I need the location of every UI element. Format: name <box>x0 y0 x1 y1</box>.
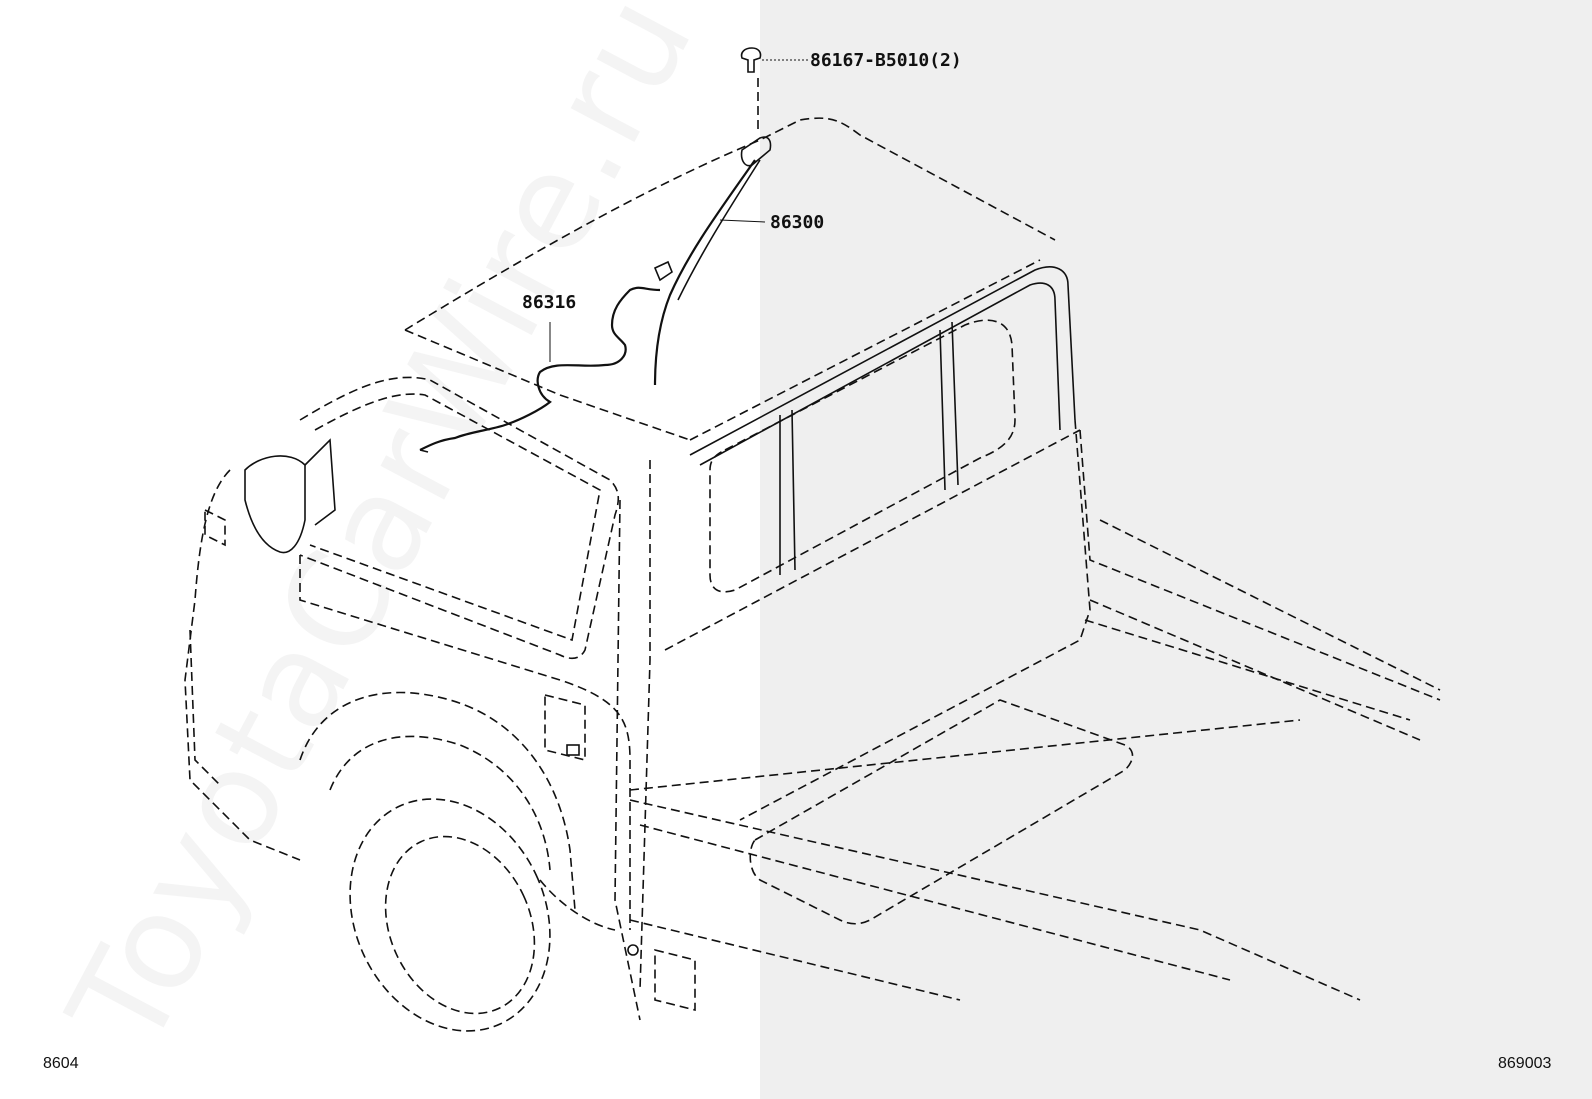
cab-rear-post-2 <box>639 460 651 991</box>
cab-rear-post <box>614 499 641 1021</box>
diagram-code-right: 869003 <box>1498 1055 1552 1072</box>
antenna-cord <box>653 159 756 386</box>
mirror-arm <box>304 438 336 526</box>
bed-rail-top <box>1079 429 1441 701</box>
cord-connector <box>653 260 673 282</box>
callout-antenna-cord: 86300 <box>770 212 825 233</box>
roof-outline <box>404 117 1056 331</box>
wheel-arch <box>299 691 576 911</box>
bed-floor-edge-2 <box>639 824 1231 981</box>
roof-edge-rear <box>689 259 1041 441</box>
bed-rail-low <box>1084 619 1411 721</box>
lead-wire-end <box>419 449 429 453</box>
bed-rail-top-2 <box>1099 519 1441 691</box>
bed-side <box>739 419 1091 821</box>
rear-window-frame-inner <box>699 282 1061 466</box>
callout-clip: 86167-B5010(2) <box>810 50 962 71</box>
bed-floor-lower <box>629 919 961 1001</box>
lower-body <box>539 879 616 931</box>
windshield-outline <box>299 376 620 660</box>
windshield-inner <box>309 393 601 642</box>
window-bar-2 <box>939 321 959 491</box>
wheel-outer <box>349 798 551 1032</box>
antenna-cord-2 <box>677 159 761 301</box>
lead-wire <box>419 286 661 451</box>
door-handle <box>544 693 586 762</box>
bed-rail-mid <box>1089 599 1421 741</box>
clip-part <box>740 47 762 73</box>
door-lock <box>566 744 580 756</box>
rear-lamp <box>654 948 696 1012</box>
bed-floor-front <box>629 719 1301 791</box>
wheel-inner <box>384 835 536 1015</box>
antenna-base <box>740 136 772 167</box>
mirror <box>244 455 306 554</box>
headlamp <box>204 508 226 547</box>
rear-window-glass <box>709 319 1016 593</box>
bed-floor-edge <box>629 799 1361 1001</box>
wheel-arch-inner <box>329 735 551 871</box>
roof-edge-front <box>404 329 691 441</box>
window-bar-1 <box>779 409 796 575</box>
bumper <box>189 629 221 786</box>
callout-lead-wire: 86316 <box>522 292 577 313</box>
cab-rear-lower <box>664 429 1081 651</box>
callout-leader-86300 <box>719 219 766 223</box>
bed-floor-panel <box>749 699 1134 925</box>
rear-bolt <box>627 944 639 956</box>
rear-window-frame <box>689 266 1076 456</box>
cab-body <box>184 469 301 861</box>
background-shade <box>760 0 1592 1099</box>
diagram-code-left: 8604 <box>43 1055 79 1072</box>
cab-side <box>299 555 631 930</box>
